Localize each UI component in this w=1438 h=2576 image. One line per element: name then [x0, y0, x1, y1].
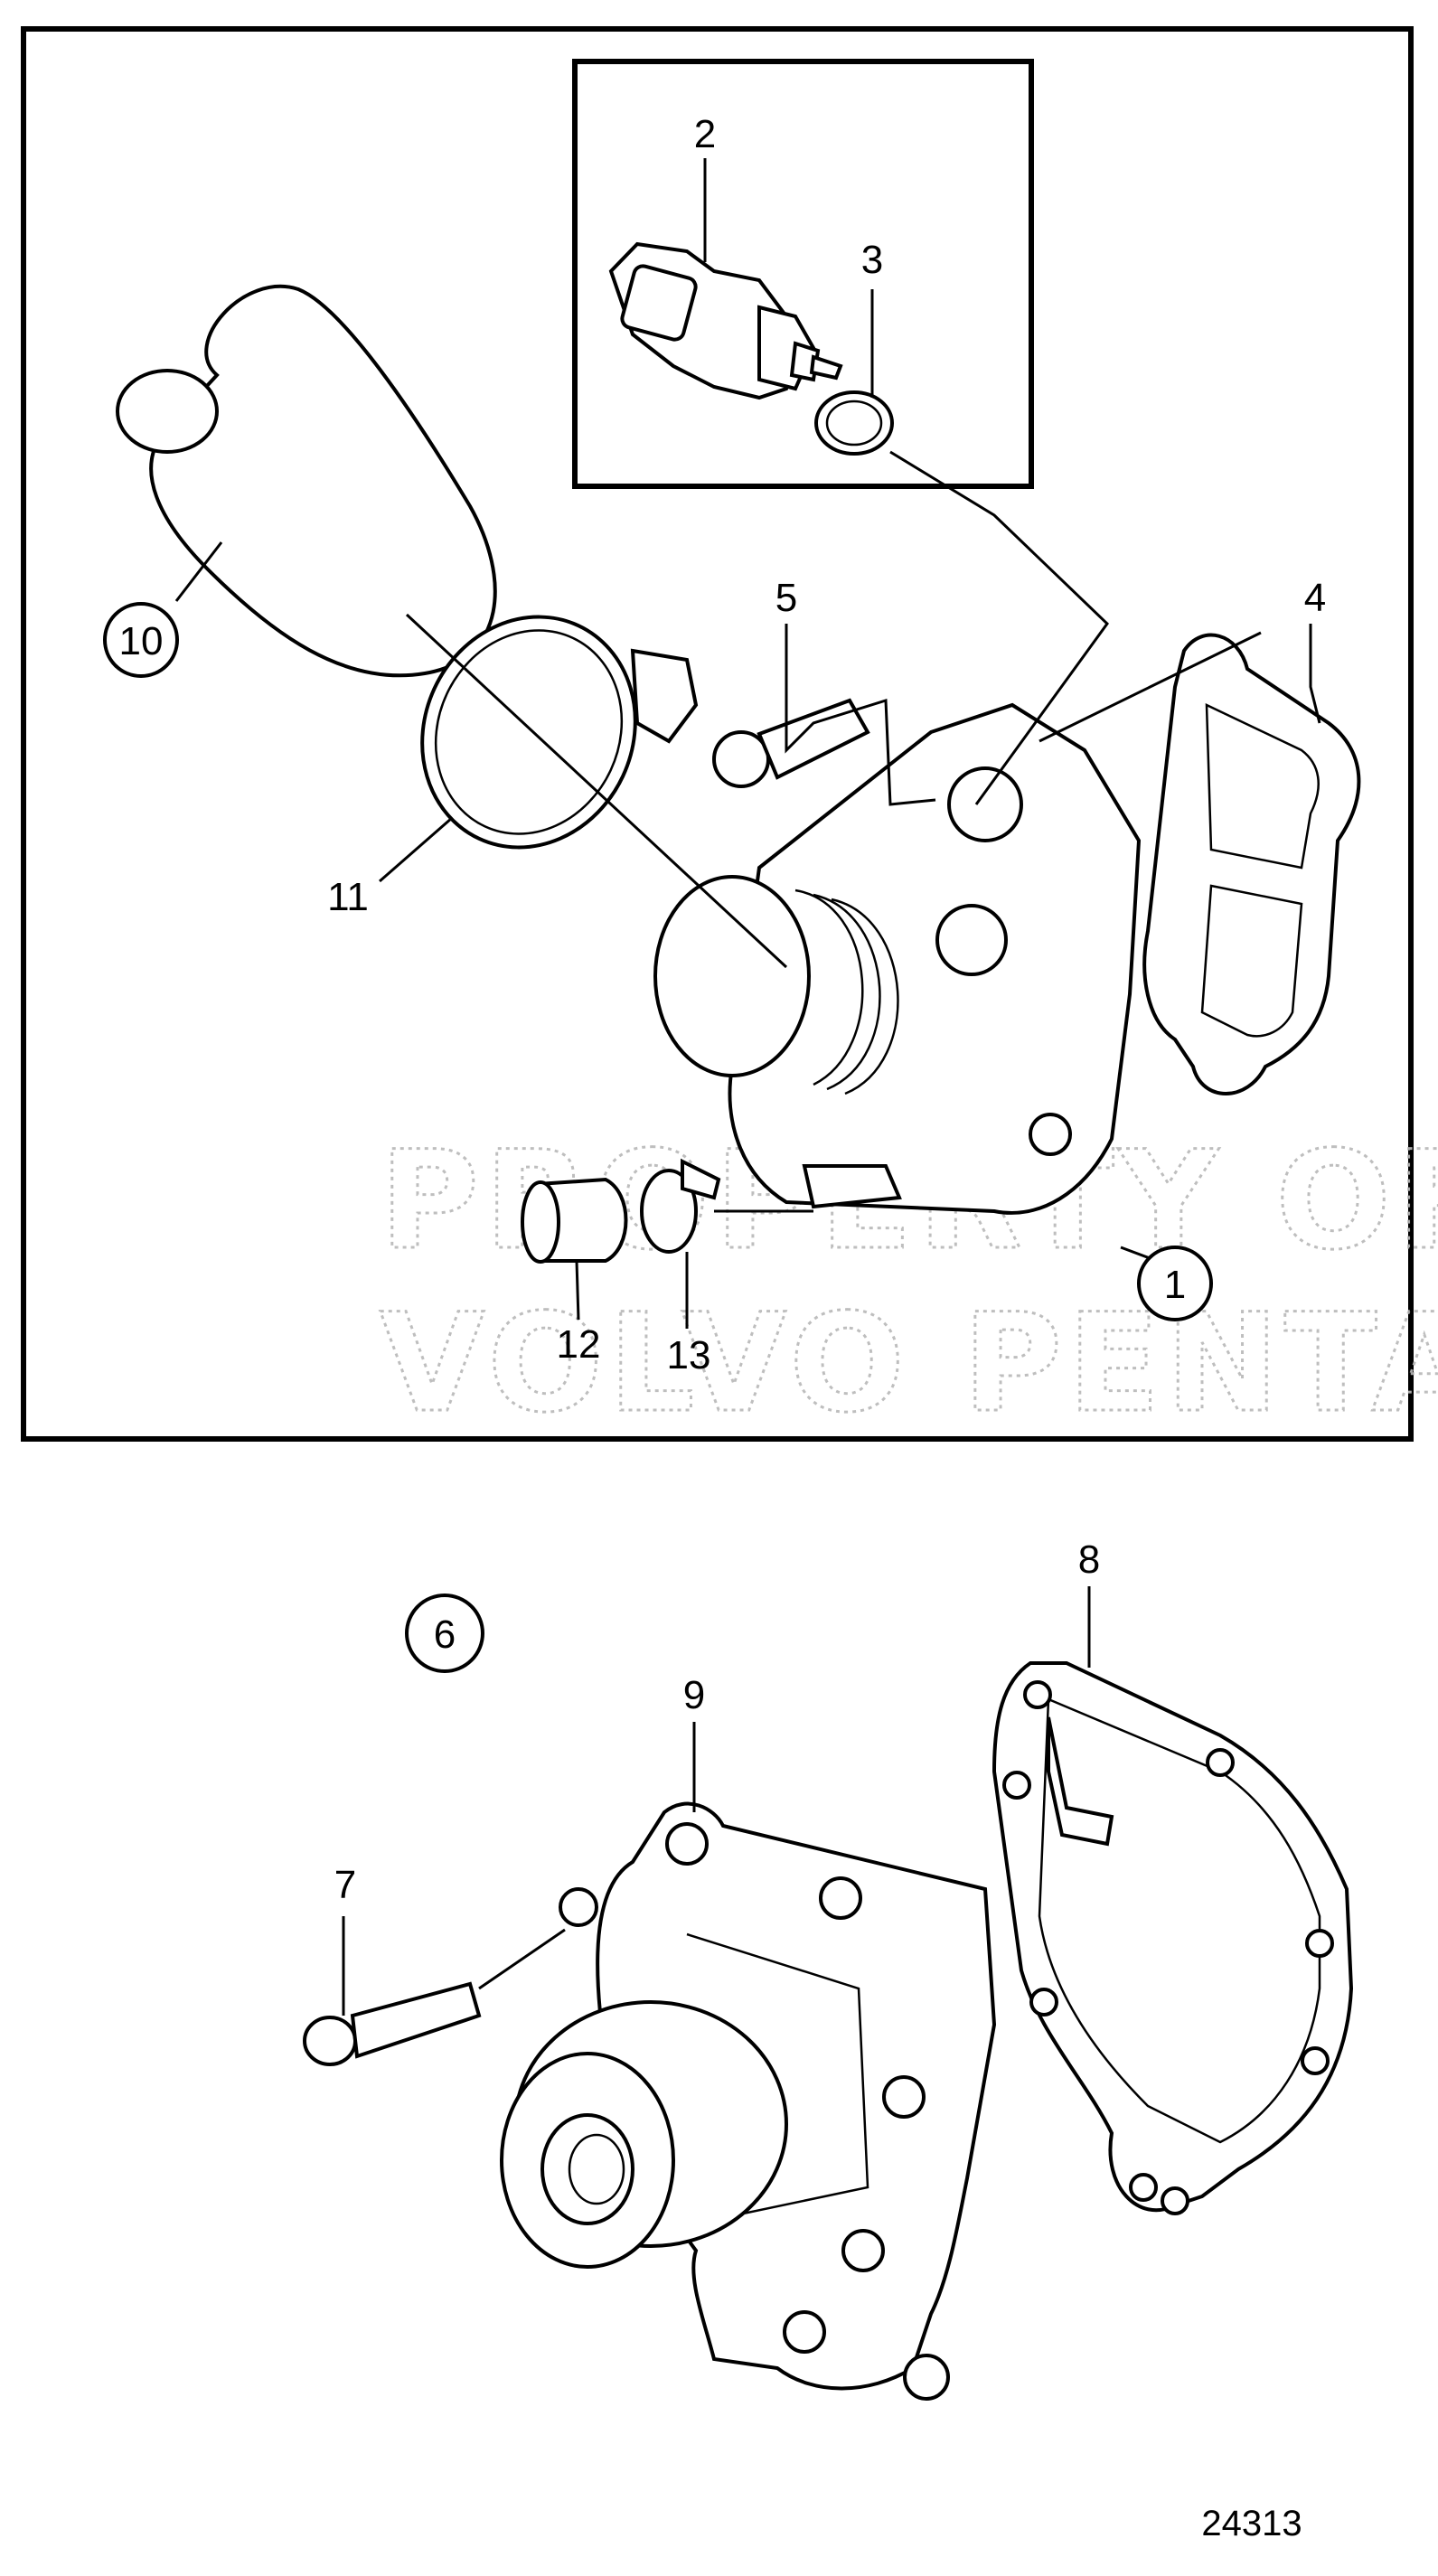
- callout-6: 6: [434, 1612, 456, 1657]
- callout-7: 7: [334, 1863, 356, 1907]
- callout-13: 13: [667, 1333, 711, 1377]
- socket-head-screw: [712, 698, 870, 788]
- callout-5: 5: [775, 576, 797, 620]
- callout-circle-1: [1137, 1246, 1213, 1321]
- callout-12: 12: [557, 1322, 601, 1367]
- pump-gasket: [992, 1661, 1354, 2215]
- temperature-sensor: [608, 241, 843, 400]
- hose-clamp-large: [420, 615, 699, 850]
- coolant-hose: [116, 284, 497, 678]
- callout-10: 10: [119, 619, 164, 663]
- drawing-number: 24313: [1201, 2504, 1302, 2543]
- pump-drive-pulley: [500, 2000, 788, 2269]
- pump-mount-hole: [559, 1887, 598, 1927]
- housing-gasket: [1142, 633, 1361, 1095]
- callout-3: 3: [861, 238, 883, 282]
- sensor-inset-frame: [572, 59, 1034, 489]
- hose-clamp-small: [640, 1158, 721, 1254]
- water-pump: [596, 1801, 997, 2401]
- callout-circle-6: [405, 1594, 484, 1673]
- callout-1: 1: [1164, 1263, 1186, 1307]
- callout-4: 4: [1304, 576, 1326, 620]
- end-cap: [521, 1177, 628, 1264]
- upper-assembly-frame: [21, 26, 1414, 1442]
- callout-11: 11: [327, 875, 369, 919]
- thermostat-housing: [653, 702, 1142, 1215]
- callout-2: 2: [694, 112, 716, 156]
- callout-circle-10: [103, 602, 179, 678]
- callout-9: 9: [683, 1673, 705, 1717]
- watermark-line2: VOLVO PENTA: [380, 1285, 1438, 1443]
- sensor-sealing-ring-inner: [825, 400, 883, 447]
- leader-lines: [174, 158, 1321, 2016]
- callout-8: 8: [1078, 1537, 1100, 1582]
- flange-bolt: [303, 1981, 482, 2066]
